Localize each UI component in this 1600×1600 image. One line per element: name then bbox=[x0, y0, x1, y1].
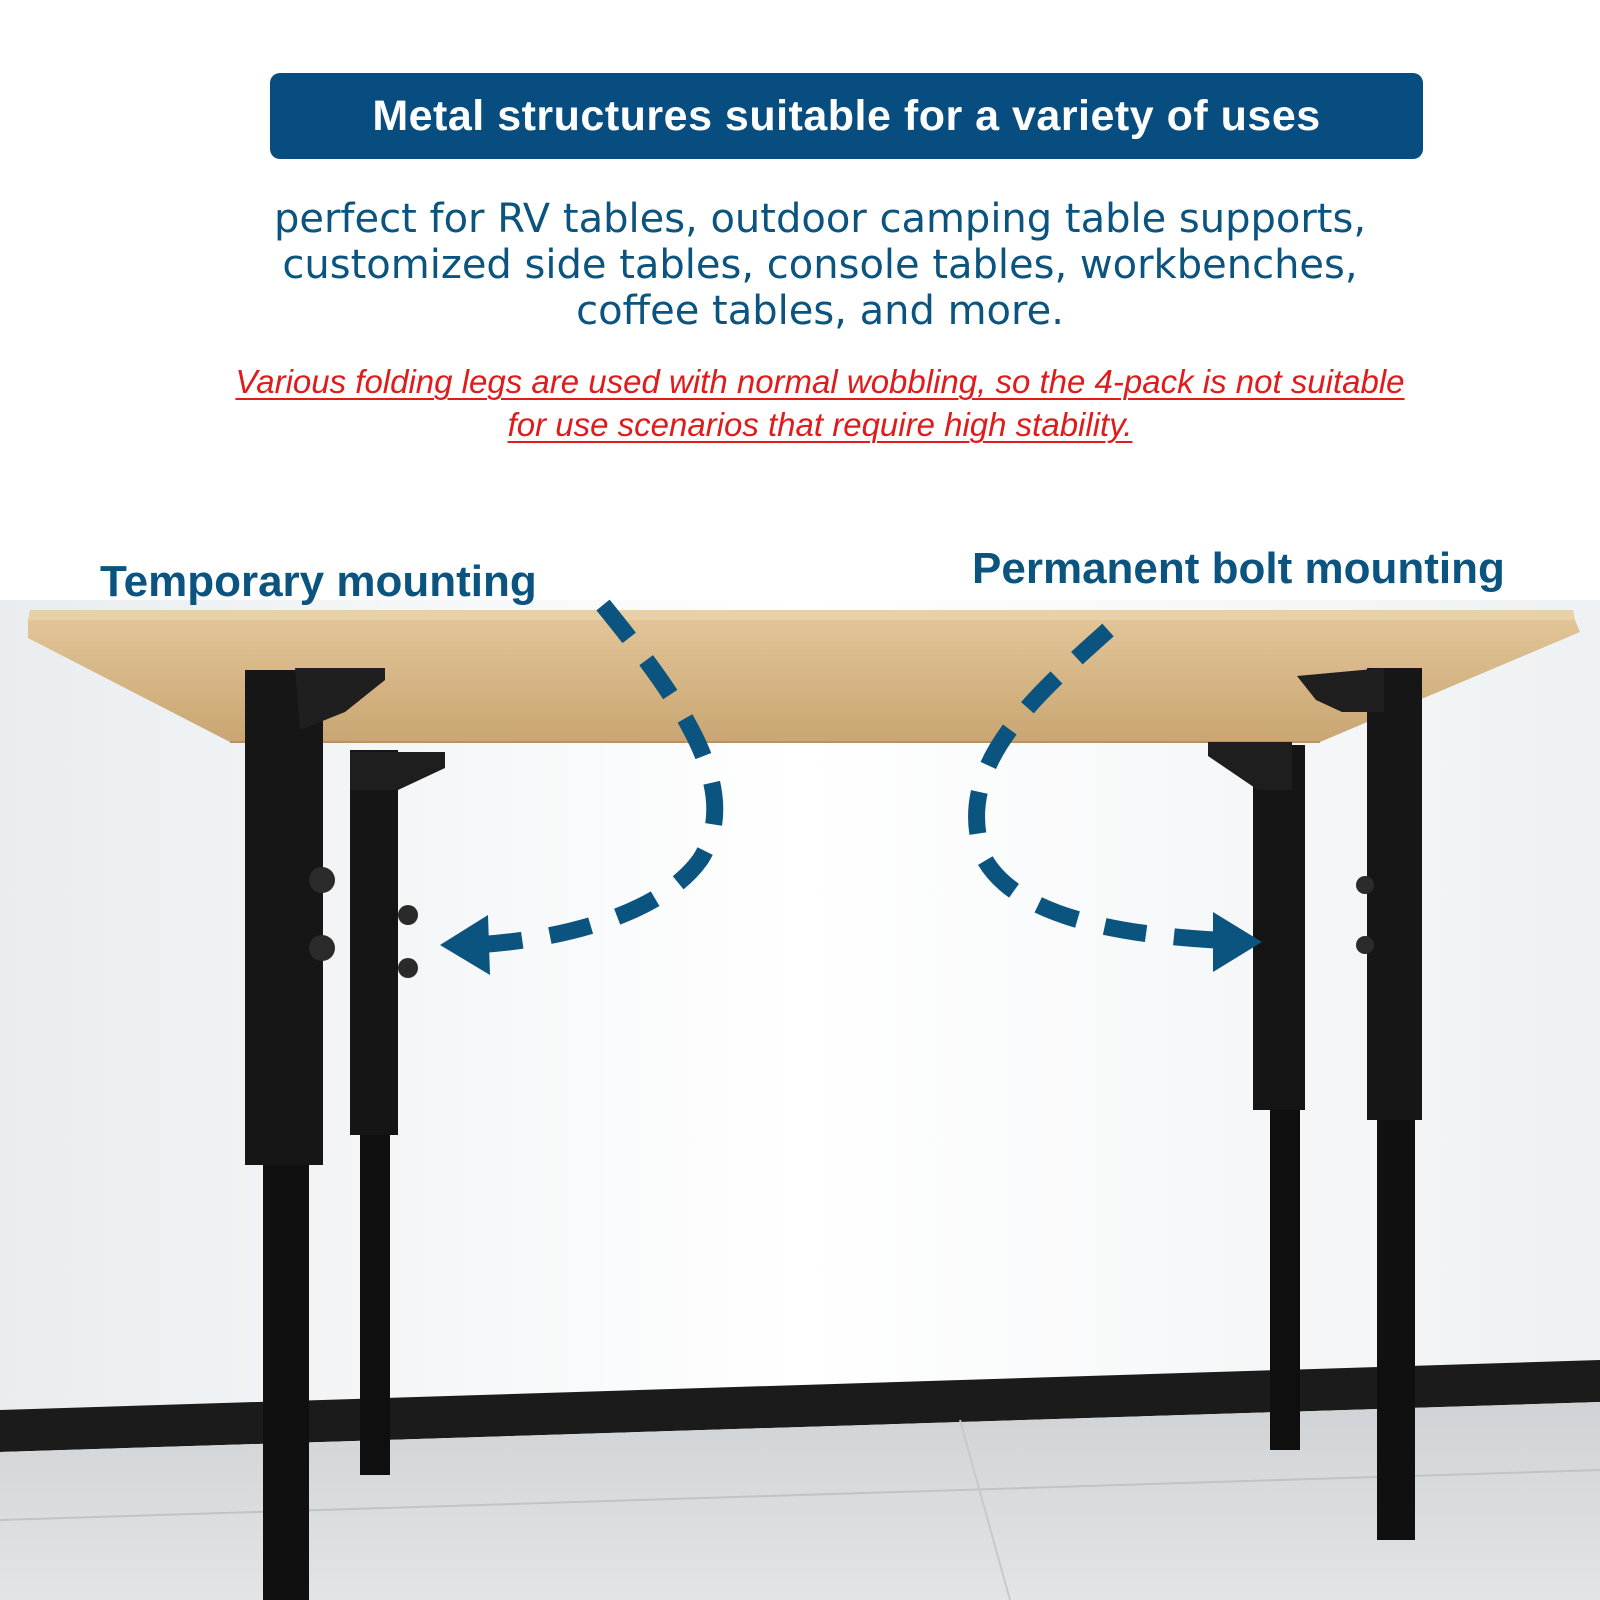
permanent-bolt-mounting-label: Permanent bolt mounting bbox=[972, 544, 1505, 593]
warning-line: Various folding legs are used with norma… bbox=[235, 363, 1405, 400]
uses-line: customized side tables, console tables, … bbox=[282, 242, 1358, 288]
uses-line: coffee tables, and more. bbox=[576, 288, 1064, 334]
header-banner: Metal structures suitable for a variety … bbox=[270, 73, 1423, 159]
leg-back-left bbox=[350, 750, 445, 1475]
leg-front-right bbox=[1297, 668, 1422, 1540]
banner-title: Metal structures suitable for a variety … bbox=[372, 91, 1321, 140]
baseboard bbox=[0, 1360, 1600, 1452]
leg-back-right bbox=[1208, 742, 1305, 1450]
uses-description: perfect for RV tables, outdoor camping t… bbox=[150, 196, 1490, 334]
warning-note: Various folding legs are used with norma… bbox=[150, 360, 1490, 446]
leg-front-left bbox=[245, 668, 385, 1600]
table-photo bbox=[0, 600, 1600, 1600]
temporary-mounting-label: Temporary mounting bbox=[100, 557, 537, 606]
warning-line: for use scenarios that require high stab… bbox=[507, 406, 1133, 443]
uses-line: perfect for RV tables, outdoor camping t… bbox=[273, 196, 1367, 242]
floor bbox=[0, 1402, 1600, 1600]
